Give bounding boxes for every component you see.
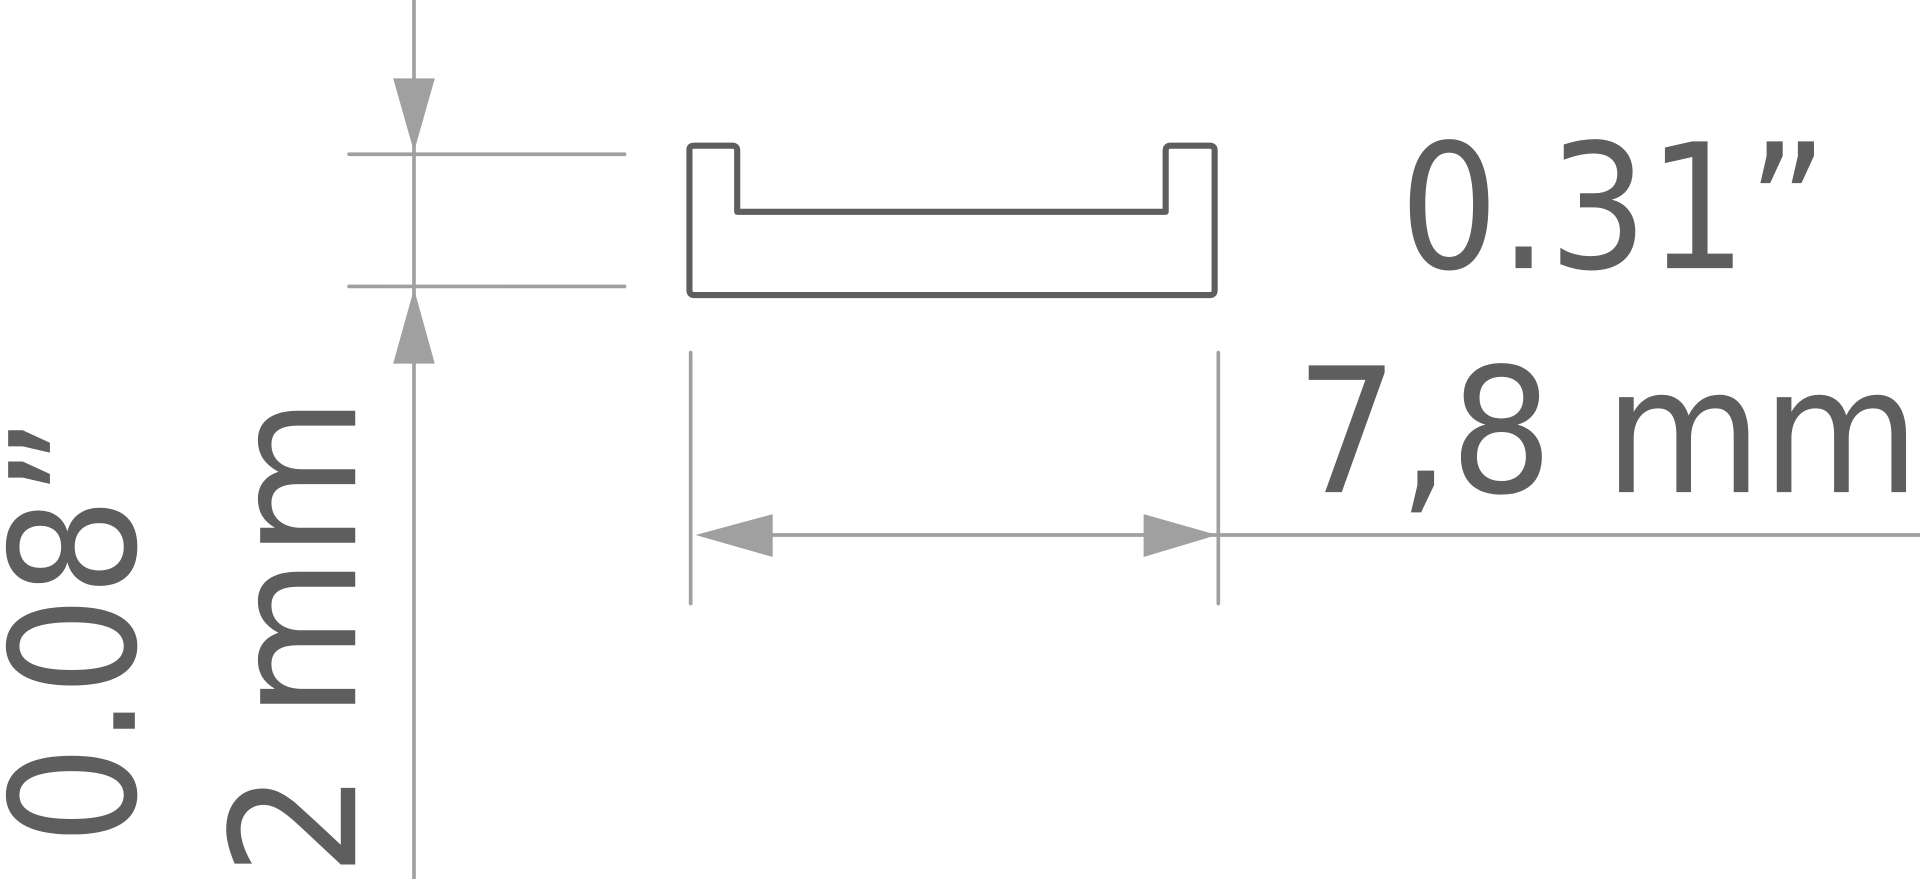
width-mm-label: 7,8 mm [1295, 331, 1919, 533]
height-mm-label: 2 mm [194, 397, 396, 877]
height-arrow-bottom [393, 288, 435, 364]
width-inch-label: 0.31” [1400, 107, 1828, 309]
height-arrow-top [393, 78, 435, 152]
width-arrow-right [1143, 514, 1218, 558]
height-inch-label: 0.08” [0, 416, 176, 844]
width-arrow-left [695, 514, 773, 558]
u-profile-cross-section [686, 142, 1218, 299]
